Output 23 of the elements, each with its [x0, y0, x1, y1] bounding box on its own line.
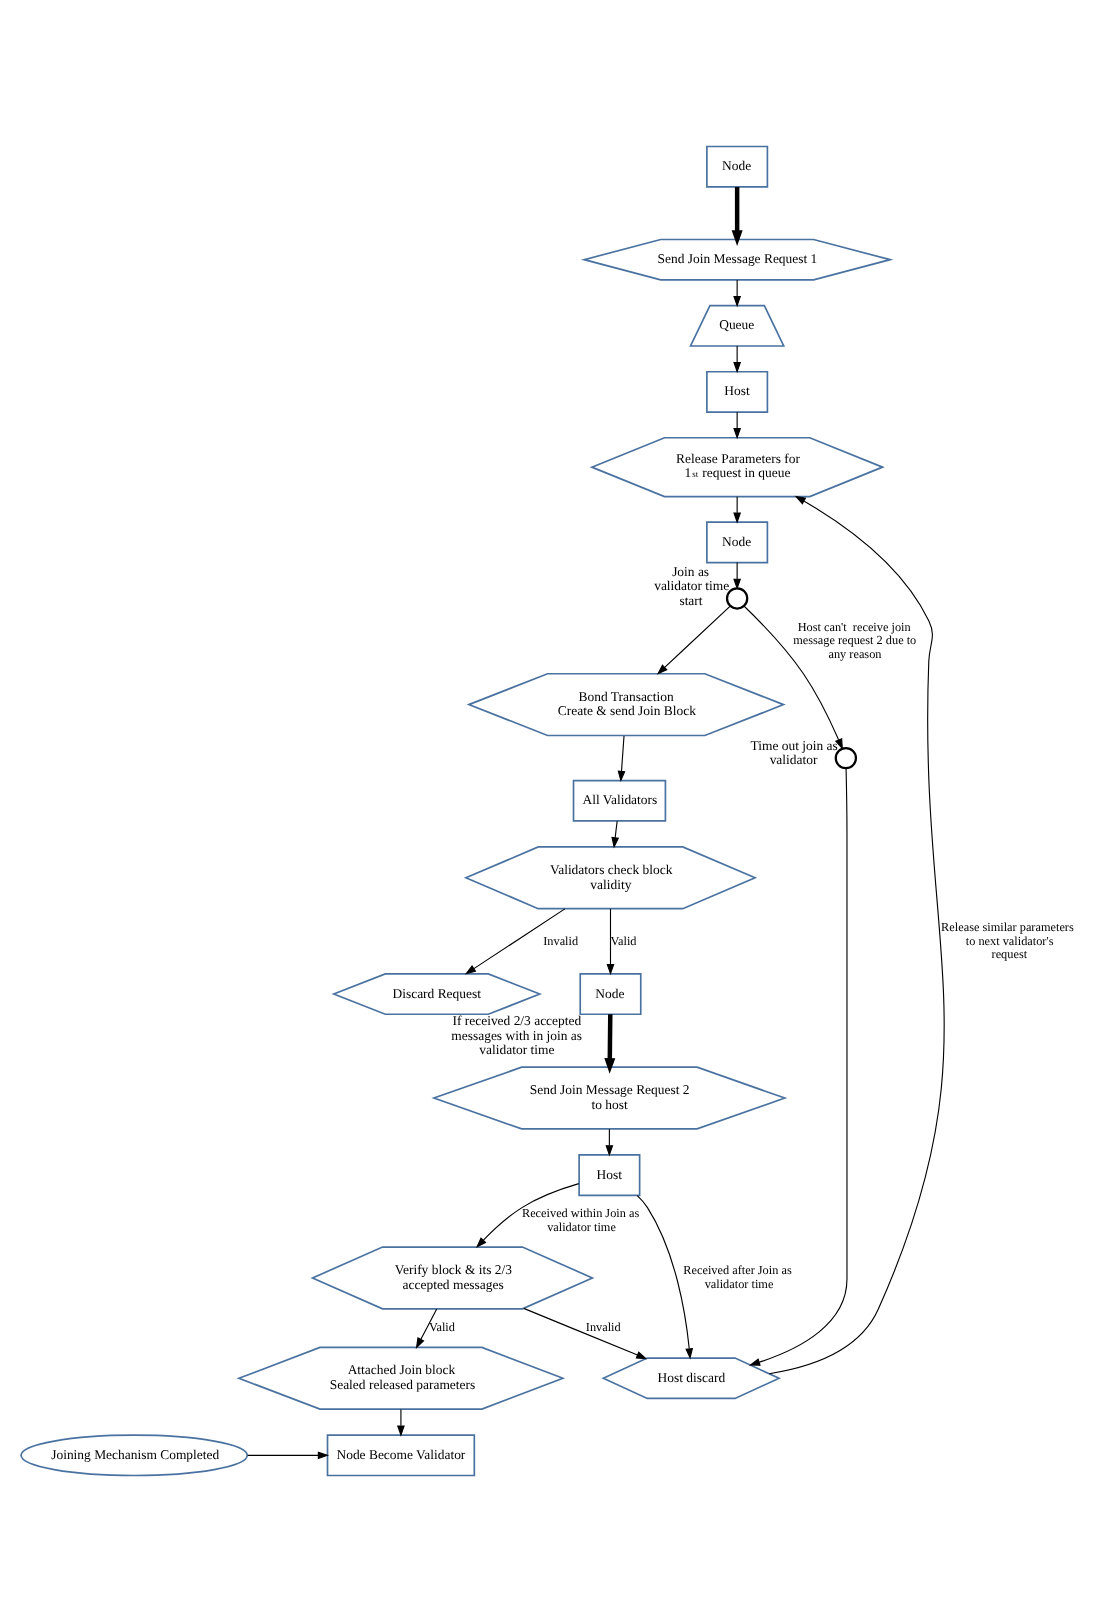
arrow — [733, 278, 742, 307]
arrow — [748, 766, 848, 1365]
arrow — [604, 1013, 616, 1073]
arrow — [523, 1306, 648, 1359]
node-circle — [725, 586, 749, 609]
arrow — [397, 1407, 405, 1436]
arrow — [611, 819, 620, 848]
arrow — [247, 1450, 329, 1459]
arrow — [743, 604, 843, 749]
arrow — [415, 1307, 438, 1348]
arrow — [464, 907, 566, 974]
arrow — [475, 1182, 580, 1248]
node-circle — [834, 745, 858, 769]
arrow — [733, 410, 742, 439]
arrow — [656, 604, 731, 674]
arrow — [768, 494, 945, 1374]
arrow — [733, 561, 742, 589]
arrow — [731, 186, 743, 246]
arrow — [733, 495, 742, 523]
arrow — [606, 907, 615, 975]
arrow — [617, 734, 626, 782]
arrow — [733, 344, 742, 373]
arrow — [636, 1194, 694, 1359]
